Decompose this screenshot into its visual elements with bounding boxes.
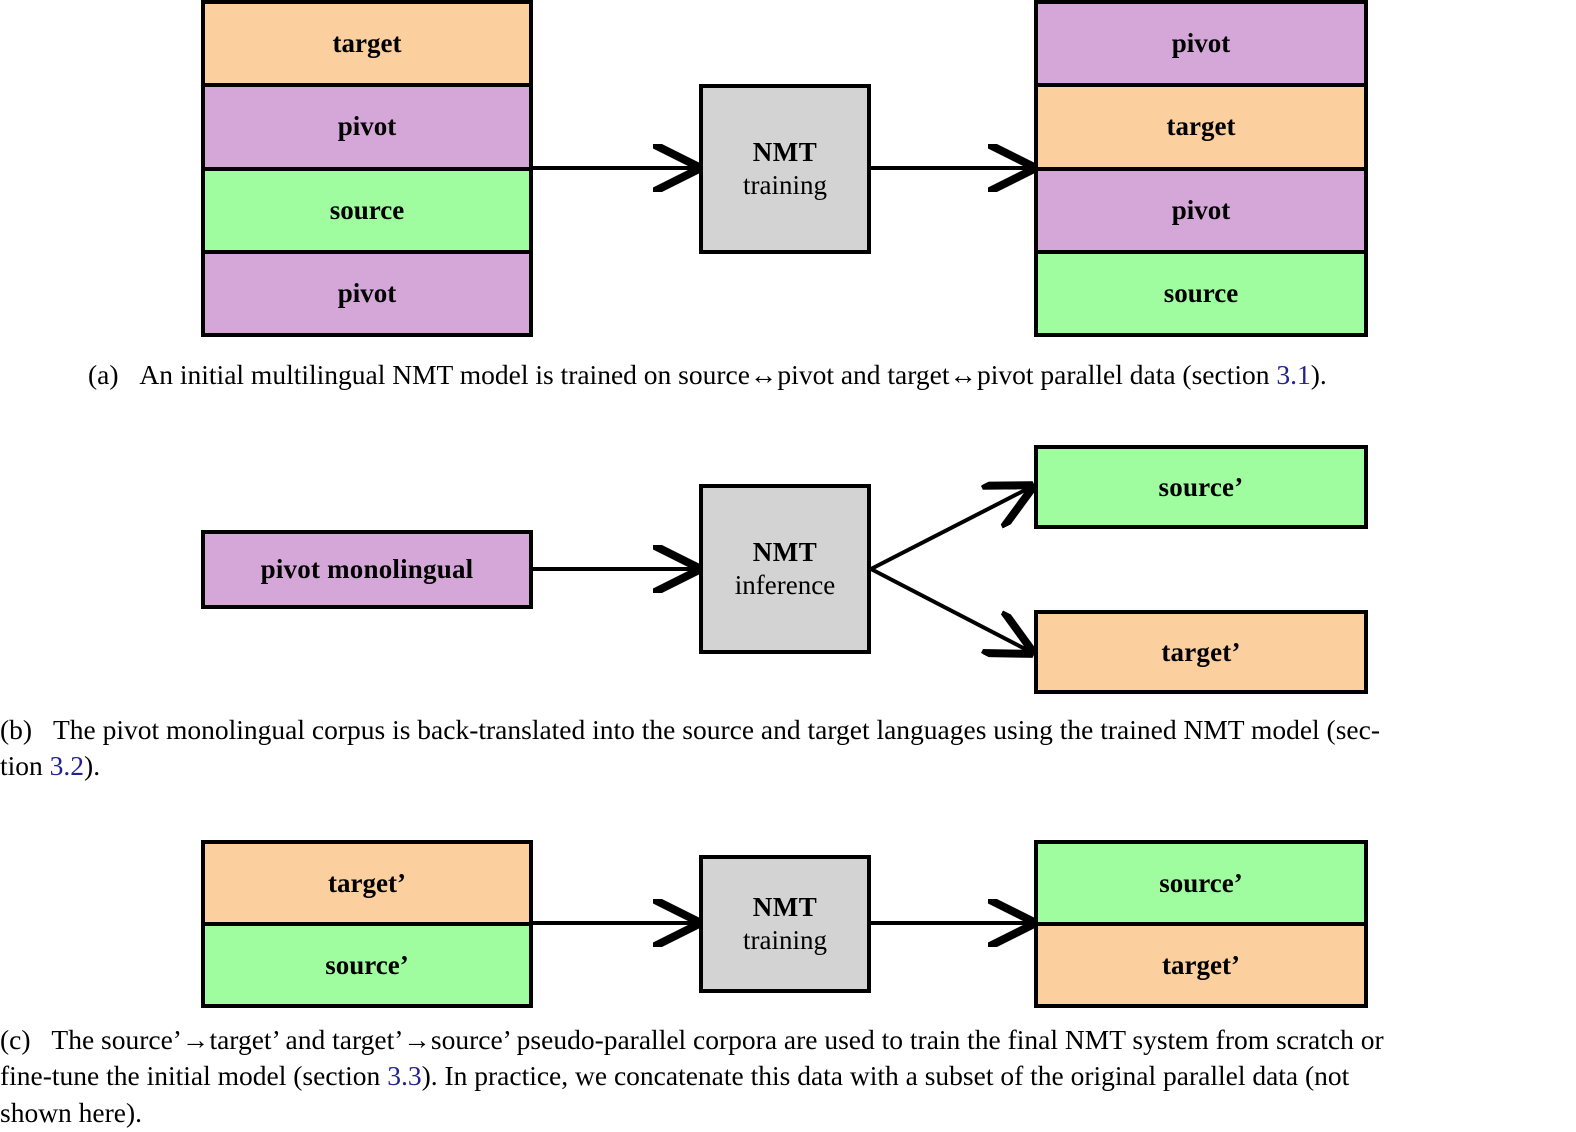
section-link[interactable]: 3.3 <box>387 1060 422 1092</box>
panel-a-process-title: NMT <box>752 136 818 167</box>
caption-line: The pivot monolingual corpus is back-tra… <box>53 714 1380 745</box>
panel-a-left-stack: target pivot source pivot <box>201 0 533 337</box>
panel-c-left-stack: target’ source’ <box>201 840 533 1008</box>
caption-run: The pivot monolingual corpus is back-tra… <box>52 714 1380 745</box>
caption-b: (b) The pivot monolingual corpus is back… <box>0 712 1576 785</box>
caption-run: ). <box>84 750 101 782</box>
caption-run: ). In practice, we concatenate this data… <box>421 1060 1350 1092</box>
caption-run: shown here). <box>0 1096 143 1128</box>
panel-b-output-target: target’ <box>1034 610 1368 694</box>
panel-a-left-band-3: pivot <box>205 253 529 333</box>
panel-c-process-box: NMT training <box>699 855 871 993</box>
panel-a-right-band-2: pivot <box>1038 170 1364 254</box>
panel-a-process-subtitle: training <box>743 170 827 200</box>
panel-a-left-band-1: pivot <box>205 87 529 171</box>
panel-c-left-band-1: source’ <box>205 926 529 1004</box>
panel-a-right-band-3: source <box>1038 253 1364 333</box>
panel-a-left-band-2: source <box>205 170 529 254</box>
panel-a-right-band-1: target <box>1038 87 1364 171</box>
caption-run: ). <box>1310 359 1327 390</box>
panel-b-input-box: pivot monolingual <box>201 530 533 609</box>
panel-c-right-band-0: source’ <box>1038 844 1364 926</box>
caption-line: shown here). <box>0 1097 142 1128</box>
panel-c-process-subtitle: training <box>743 925 827 955</box>
caption-b-tag: (b) <box>0 714 33 745</box>
caption-line: An initial multilingual NMT model is tra… <box>139 359 1326 390</box>
panel-b-output-source: source’ <box>1034 445 1368 529</box>
caption-run: An initial multilingual NMT model is tra… <box>139 359 1277 390</box>
caption-a: (a) An initial multilingual NMT model is… <box>88 357 1488 393</box>
panel-b-process-box: NMT inference <box>699 484 871 654</box>
caption-run: The source’→target’ and target’→source’ … <box>51 1024 1384 1055</box>
section-link[interactable]: 3.2 <box>49 750 85 782</box>
caption-line: tion 3.2). <box>0 750 100 781</box>
caption-c: (c) The source’→target’ and target’→sour… <box>0 1022 1576 1131</box>
panel-c-right-band-1: target’ <box>1038 926 1364 1004</box>
caption-run: tion <box>0 750 50 782</box>
panel-b-process-subtitle: inference <box>734 570 836 600</box>
caption-c-text: The source’→target’ and target’→source’ … <box>0 1024 1384 1128</box>
panel-c-process-title: NMT <box>752 891 818 922</box>
caption-a-tag: (a) <box>88 359 119 390</box>
panel-c-right-stack: source’ target’ <box>1034 840 1368 1008</box>
panel-a-right-stack: pivot target pivot source <box>1034 0 1368 337</box>
panel-a-left-band-0: target <box>205 4 529 88</box>
caption-run: fine-tune the initial model (section <box>0 1060 388 1092</box>
caption-c-tag: (c) <box>0 1024 31 1055</box>
caption-line: The source’→target’ and target’→source’ … <box>51 1024 1383 1055</box>
panel-b-process-title: NMT <box>752 536 818 567</box>
panel-c-left-band-0: target’ <box>205 844 529 926</box>
section-link[interactable]: 3.1 <box>1276 359 1311 390</box>
panel-a-right-band-0: pivot <box>1038 4 1364 88</box>
caption-b-text: The pivot monolingual corpus is back-tra… <box>0 714 1380 781</box>
caption-a-text: An initial multilingual NMT model is tra… <box>125 359 1326 390</box>
panel-a-process-box: NMT training <box>699 84 871 254</box>
caption-line: fine-tune the initial model (section 3.3… <box>0 1060 1349 1091</box>
